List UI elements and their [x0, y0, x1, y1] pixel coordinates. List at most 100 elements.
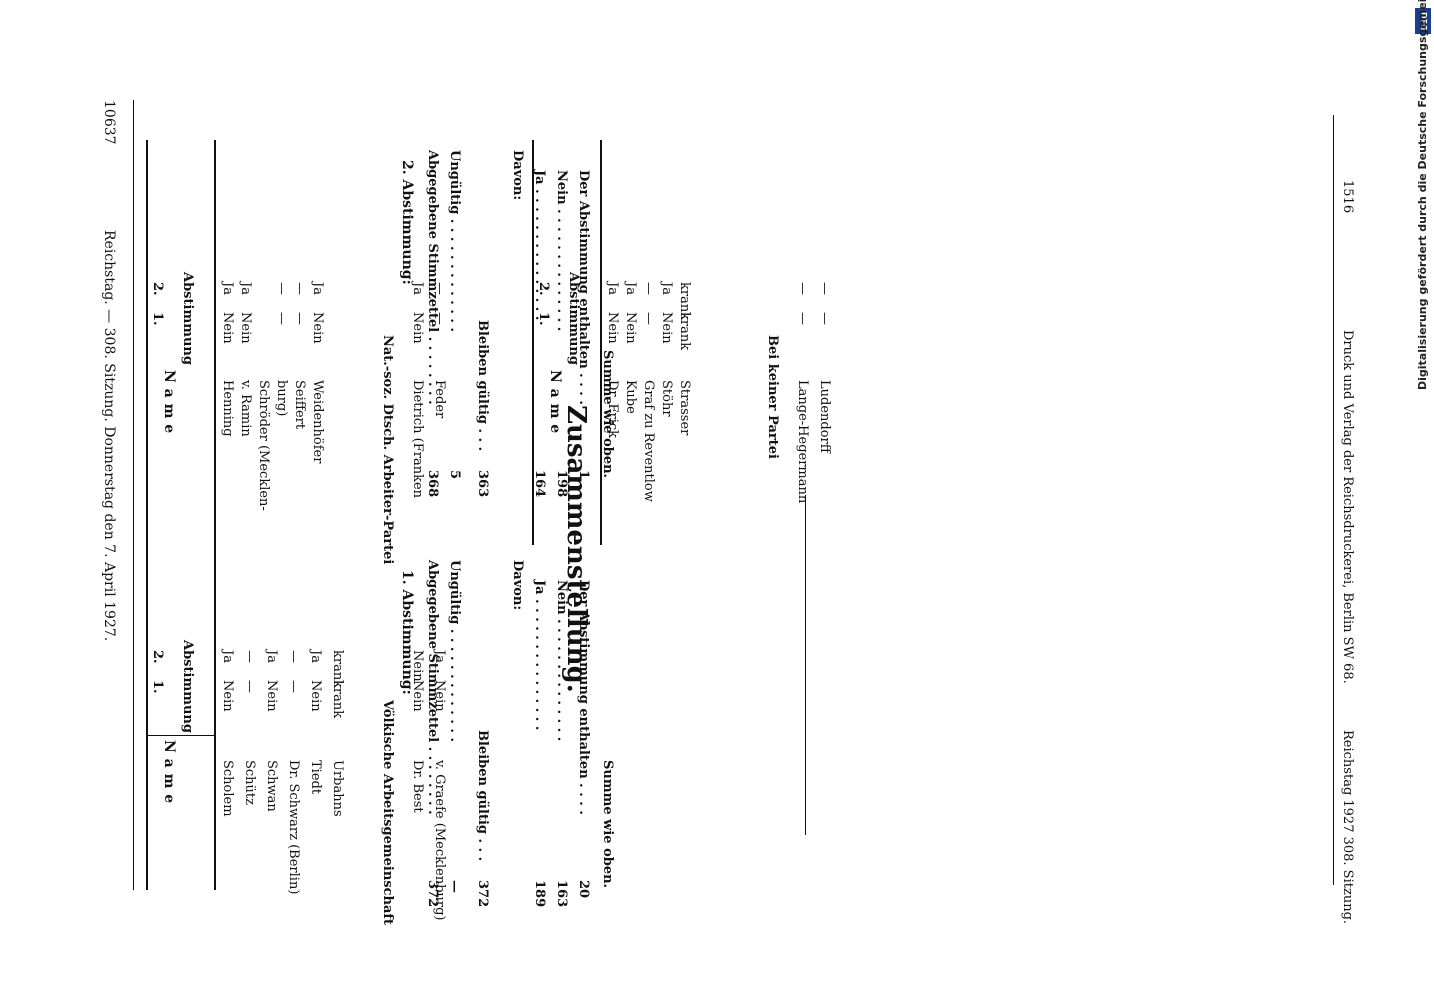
table2-name-header: N a m e: [161, 370, 177, 434]
table1-header-rule: [214, 545, 216, 890]
summary-right-nein-value: 198: [554, 470, 569, 498]
summary-left-ungueltig-label: Ungültig . . . . . . . . . . . . .: [447, 560, 462, 742]
table1-top-rule: [146, 545, 148, 890]
table2-name: Seiffert: [292, 380, 307, 430]
table2-name: burg): [274, 380, 289, 417]
summary-left-ja-value: 189: [532, 880, 547, 908]
footer-right: 1516: [1340, 180, 1355, 214]
header-rule: [133, 100, 134, 890]
table3-group-title: Bei keiner Partei: [765, 335, 780, 459]
summary-left-nein-value: 163: [554, 880, 569, 908]
table2-vote1: Nein: [238, 312, 253, 344]
summary-right-ungueltig-label: Ungültig . . . . . . . . . . . . .: [447, 150, 462, 332]
summary-right-ja-value: 164: [532, 470, 547, 498]
table3-group-vote1: —: [817, 312, 832, 325]
table2-vote2: —: [274, 282, 289, 295]
table1-name: Scholem: [220, 760, 235, 817]
summary-left-ungueltig-value: —: [447, 880, 462, 893]
table3-group-vote2: —: [795, 282, 810, 295]
summary-left-davon-label: Davon:: [510, 560, 525, 611]
table3-vote1: Nein: [623, 312, 638, 344]
summary-right-bleiben-value: 363: [475, 470, 490, 498]
table2-vote2: —: [292, 282, 307, 295]
table2-name: Henning: [220, 380, 235, 437]
table2-vote1-header: 1.: [150, 312, 165, 326]
table1-vote1: Nein: [264, 680, 279, 712]
table2-vote1: —: [274, 312, 289, 325]
table3-name-header: N a m e: [547, 370, 563, 434]
table1-vote2: Ja: [264, 650, 279, 663]
table2-group-vote1: Nein: [410, 312, 425, 344]
table2-vote2: Ja: [220, 282, 235, 295]
summary-right-bleiben-label: Bleiben gültig . . .: [475, 320, 490, 452]
table3-name: Stöhr: [659, 380, 674, 417]
footer-center: Druck und Verlag der Reichsdruckerei, Be…: [1340, 330, 1355, 684]
table2-vote1: Nein: [310, 312, 325, 344]
summary-left-enthalten-label: Der Abstimmung enthalten . . . .: [576, 580, 591, 815]
summary-divider: [805, 495, 806, 835]
table1-vote1: Nein: [308, 680, 323, 712]
page-number: 10637: [101, 100, 117, 145]
table3-name: Graf zu Reventlow: [641, 380, 656, 502]
table2-vote2-header: 2.: [150, 282, 165, 296]
table3-vote2: —: [641, 282, 656, 295]
table2-group-name: Dietrich (Franken: [410, 380, 425, 499]
table3-vote2: krank: [677, 282, 692, 321]
summary-right-summe-label: Summe wie oben.: [600, 350, 615, 479]
table1-vote1: Nein: [220, 680, 235, 712]
table1-name: Urbahns: [330, 760, 345, 817]
table3-vote1: —: [641, 312, 656, 325]
summary-left-ja-label: Ja . . . . . . . . . . . . . . .: [532, 580, 547, 731]
table1-abstimmung-header: Abstimmung: [180, 640, 195, 733]
table1-vote1: —: [242, 680, 257, 693]
table1-name: Schwan: [264, 760, 279, 812]
summary-left-abgegebene-label: Abgegebene Stimmzettel . . . . . . . .: [425, 560, 440, 815]
table3-name: Kube: [623, 380, 638, 414]
summary-right-davon-label: Davon:: [510, 150, 525, 201]
summary-left-summe-label: Summe wie oben.: [600, 760, 615, 889]
summary-right-enthalten-label: Der Abstimmung enthalten . . . .: [576, 170, 591, 405]
table2-header-rule: [214, 140, 216, 545]
summary-left-enthalten-value: 20: [576, 880, 591, 899]
table3-vote1: Nein: [659, 312, 674, 344]
table2-group-title: Nat.-soz. Dtsch. Arbeiter-Partei: [380, 335, 395, 565]
table1-name: Dr. Schwarz (Berlin): [286, 760, 301, 895]
table2-name: v. Ramin: [238, 380, 253, 437]
table2-vote1: —: [292, 312, 307, 325]
table1-group-title: Völkische Arbeitsgemeinschaft: [380, 700, 395, 925]
dfg-credit: Digitalisierung gefördert durch die Deut…: [1416, 0, 1429, 390]
table2-vote2: Ja: [310, 282, 325, 295]
table3-name: Strasser: [677, 380, 692, 436]
table3-vote2: Ja: [659, 282, 674, 295]
table3-vote2: Ja: [605, 282, 620, 295]
table2-name: Weidenhöfer: [310, 380, 325, 464]
table1-col-divider: [148, 735, 214, 736]
summary-right-abgegebene-label: Abgegebene Stimmzettel . . . . . . . .: [425, 150, 440, 405]
table1-vote2: Ja: [308, 650, 323, 663]
table1-vote2: —: [286, 650, 301, 663]
table3-vote2: Ja: [623, 282, 638, 295]
table2-vote1: Nein: [220, 312, 235, 344]
summary-left-nein-label: Nein . . . . . . . . . . . . . .: [554, 580, 569, 742]
table1-vote1: —: [286, 680, 301, 693]
footer-rule: [1333, 115, 1334, 885]
table3-group-name: Ludendorff: [817, 380, 832, 453]
table1-vote2: —: [242, 650, 257, 663]
summary-left-heading: 1. Abstimmung:: [399, 570, 415, 695]
table1-name: Tiedt: [308, 760, 323, 795]
summary-right-nein-label: Nein . . . . . . . . . . . . . .: [554, 170, 569, 332]
table2-vote2: Ja: [238, 282, 253, 295]
page-header-title: Reichstag. — 308. Sitzung. Donnerstag de…: [101, 230, 117, 642]
table1-name: Schütz: [242, 760, 257, 806]
table3-group-vote2: —: [817, 282, 832, 295]
table3-header-rule: [600, 140, 602, 545]
summary-right-ungueltig-value: 5: [447, 470, 462, 480]
summary-left-bleiben-label: Bleiben gültig . . .: [475, 730, 490, 862]
table2-top-rule: [146, 140, 148, 545]
table1-vote2: krank: [330, 650, 345, 689]
summary-right-heading: 2. Abstimmung:: [399, 160, 415, 285]
summary-right-abgegebene-value: 368: [425, 470, 440, 498]
dfg-logo: DFG: [1415, 8, 1431, 34]
table3-group-name: Lange-Hegermann: [795, 380, 810, 504]
